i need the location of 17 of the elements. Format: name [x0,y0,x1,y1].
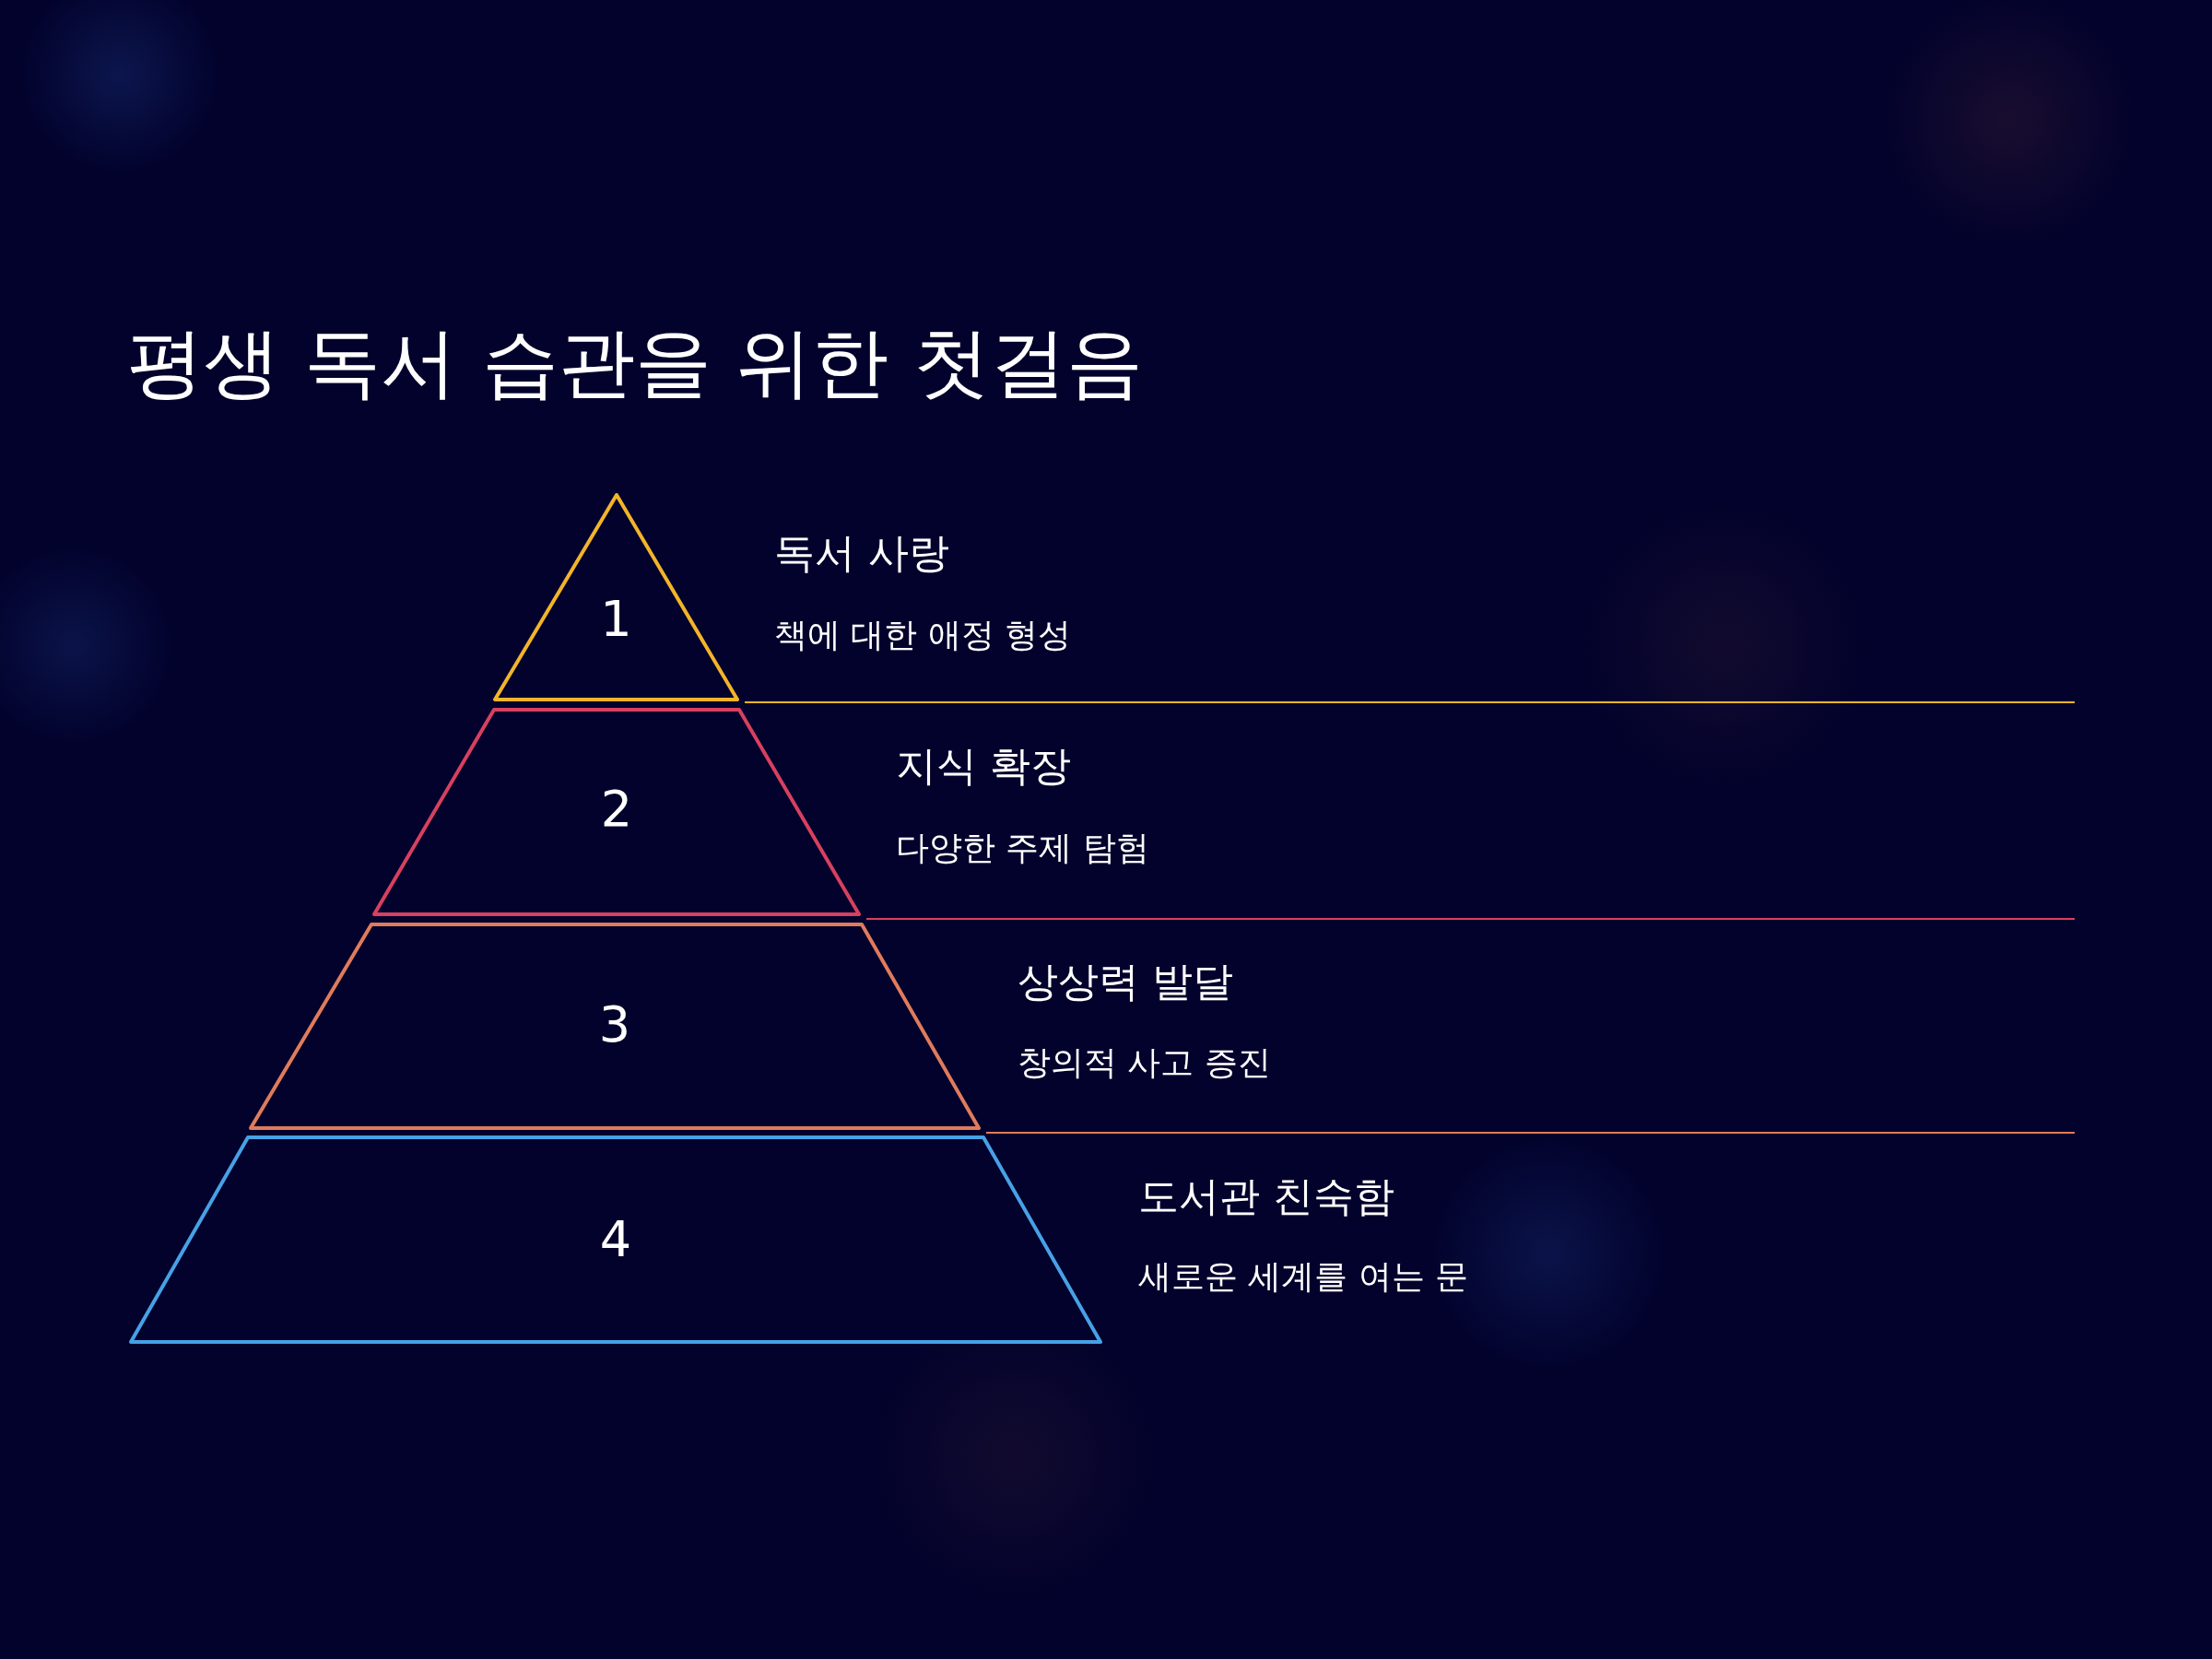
level-description: 책에 대한 애정 형성 [774,615,1072,655]
level-heading: 상상력 발달 [1018,957,1233,1006]
triangle-segment [495,495,737,700]
level-number: 2 [599,784,634,834]
level-number: 1 [599,594,633,644]
level-heading: 도서관 친숙함 [1138,1171,1394,1221]
level-heading: 독서 사랑 [774,528,949,578]
level-description: 창의적 사고 증진 [1018,1042,1271,1083]
level-number: 4 [598,1215,633,1265]
title: 평생 독서 습관을 위한 첫걸음 [127,317,1143,409]
trapezoid-segment [374,710,859,914]
level-heading: 지식 확장 [896,741,1071,791]
trapezoid-segment [131,1137,1100,1342]
trapezoid-segment [251,924,979,1128]
level-description: 다양한 주제 탐험 [896,828,1149,868]
level-description: 새로운 세계를 여는 문 [1138,1256,1469,1297]
level-number: 3 [597,1000,632,1050]
